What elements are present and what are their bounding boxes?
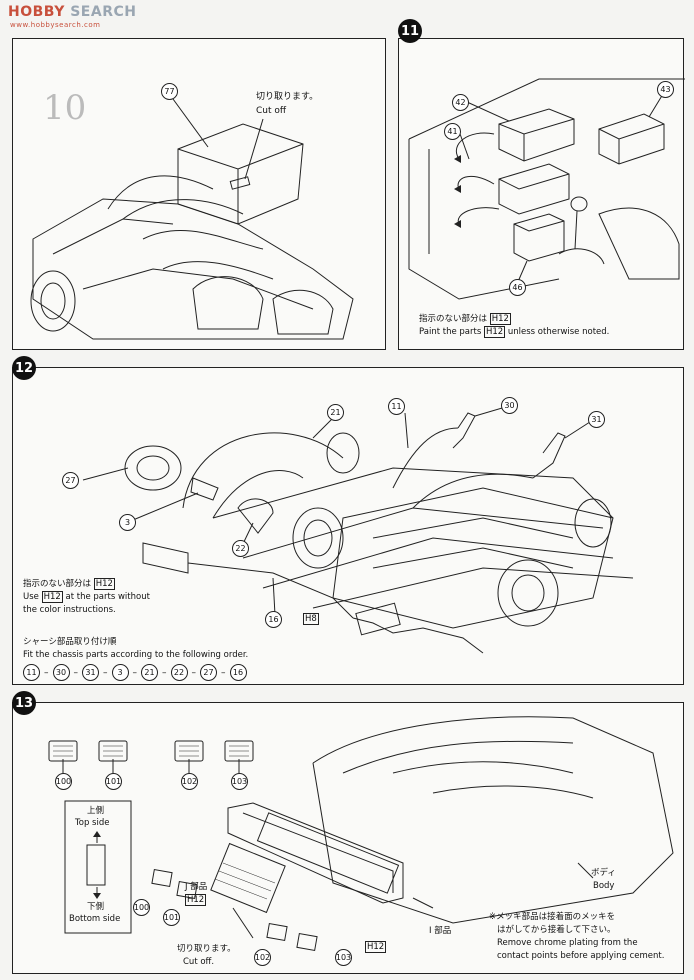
note-jp-text: 指示のない部分は bbox=[419, 314, 488, 324]
j-part-jp: J 部品 bbox=[185, 882, 208, 892]
order-en: Fit the chassis parts according to the f… bbox=[23, 650, 249, 660]
cut-off-en: Cut off bbox=[256, 106, 287, 116]
note12-jp-text: 指示のない部分は bbox=[23, 579, 92, 589]
order-item: 27 bbox=[200, 664, 217, 681]
part16-code-box: H8 bbox=[303, 613, 319, 625]
step12-drawing bbox=[82, 405, 634, 654]
step12-note-en-1: Use H12 at the parts without bbox=[23, 591, 150, 603]
step12-note-jp: 指示のない部分は H12 bbox=[23, 578, 115, 590]
part-77-marker: 77 bbox=[161, 83, 178, 100]
part-21-marker: 21 bbox=[327, 404, 344, 421]
chrome-note-en-2: contact points before applying cement. bbox=[497, 951, 665, 961]
step11-drawing bbox=[408, 78, 685, 300]
cut-off-jp-13: 切り取ります。 bbox=[177, 944, 236, 954]
body-en: Body bbox=[593, 881, 615, 891]
step11-note-jp: 指示のない部分は H12 bbox=[419, 313, 511, 325]
watermark-site: www.hobbysearch.com bbox=[10, 21, 101, 29]
step12-panel: 12 bbox=[12, 356, 684, 685]
chrome-note-jp-2: はがしてから接着して下さい。 bbox=[497, 925, 616, 935]
top-side-jp: 上側 bbox=[87, 806, 105, 816]
lens-101-lower-marker: 101 bbox=[163, 909, 180, 926]
i-part-jp: I 部品 bbox=[429, 926, 452, 936]
lens-103-marker: 103 bbox=[231, 773, 248, 790]
order-dash: – bbox=[44, 667, 49, 678]
watermark-brand-b: SEARCH bbox=[70, 4, 137, 20]
lens-102-lower-marker: 102 bbox=[254, 949, 271, 966]
step13-panel: 13 bbox=[12, 691, 684, 974]
order-item: 31 bbox=[82, 664, 99, 681]
order-dash: – bbox=[191, 667, 197, 678]
part-31-marker: 31 bbox=[588, 411, 605, 428]
step12-note-en-2: the color instructions. bbox=[23, 605, 116, 615]
part-46-marker: 46 bbox=[509, 279, 526, 296]
order-dash: – bbox=[73, 667, 79, 678]
i-part-code: H12 bbox=[365, 941, 387, 953]
part-3-marker: 3 bbox=[119, 514, 136, 531]
i-code-box: H12 bbox=[365, 941, 387, 953]
note12-en-code: H12 bbox=[41, 591, 63, 603]
order-item: 30 bbox=[52, 664, 70, 681]
j-part-code: H12 bbox=[185, 894, 207, 906]
note12-en-a: Use bbox=[23, 592, 39, 602]
step10-panel: 10 77 切り取ります。 Cut of bbox=[12, 38, 386, 350]
part-41-marker: 41 bbox=[444, 123, 461, 140]
lens-100-lower-marker: 100 bbox=[133, 899, 150, 916]
note12-en-b: at the parts without bbox=[65, 592, 150, 602]
top-side-en: Top side bbox=[75, 818, 110, 828]
part-16-marker: 16 bbox=[265, 611, 282, 628]
lens-103-lower-marker: 103 bbox=[335, 949, 352, 966]
part-22-marker: 22 bbox=[232, 540, 249, 557]
step11-panel: 11 bbox=[398, 19, 685, 350]
order-jp: シャーシ部品取り付け順 bbox=[23, 637, 117, 647]
order-dash: – bbox=[132, 667, 138, 678]
note-en-code: H12 bbox=[483, 326, 506, 338]
order-item: 16 bbox=[229, 664, 247, 681]
part-30-marker: 30 bbox=[501, 397, 518, 414]
order-sequence: 11– 30– 31– 3– 21– 22– 27– 16 bbox=[23, 664, 247, 681]
note-en-b: unless otherwise noted. bbox=[507, 327, 610, 337]
order-dash: – bbox=[221, 667, 226, 678]
part-27-marker: 27 bbox=[62, 472, 79, 489]
chrome-note-en-1: Remove chrome plating from the bbox=[497, 938, 638, 948]
bottom-side-jp: 下側 bbox=[87, 902, 105, 912]
lens-100-marker: 100 bbox=[55, 773, 72, 790]
step10-drawing: 10 bbox=[30, 88, 354, 340]
part-11-marker: 11 bbox=[388, 398, 405, 415]
chrome-note-jp-1: ※メッキ部品は接着面のメッキを bbox=[489, 912, 616, 922]
j-code-box: H12 bbox=[185, 894, 207, 906]
part-42-marker: 42 bbox=[452, 94, 469, 111]
lens-101-marker: 101 bbox=[105, 773, 122, 790]
part16-code: H8 bbox=[303, 613, 319, 625]
note12-jp-code: H12 bbox=[93, 578, 115, 590]
j-part-label: J 部品 bbox=[185, 881, 207, 893]
order-item: 22 bbox=[170, 664, 188, 681]
lens-102-marker: 102 bbox=[181, 773, 198, 790]
body-jp: ボディ bbox=[591, 868, 616, 878]
order-item: 11 bbox=[23, 664, 40, 681]
step10-ghost-number: 10 bbox=[43, 88, 86, 128]
note-jp-code: H12 bbox=[489, 313, 511, 325]
watermark-brand-a: HOBBY bbox=[8, 4, 65, 20]
step13-number: 13 bbox=[12, 691, 36, 715]
bottom-side-en: Bottom side bbox=[69, 914, 121, 924]
step11-note-en: Paint the parts H12 unless otherwise not… bbox=[419, 326, 609, 338]
order-item: 21 bbox=[141, 664, 158, 681]
cut-off-en-13: Cut off. bbox=[183, 957, 215, 967]
watermark-logo: HOBBY SEARCH www.hobbysearch.com bbox=[8, 4, 137, 29]
order-dash: – bbox=[162, 667, 167, 678]
note-en-a: Paint the parts bbox=[419, 327, 482, 337]
part-43-marker: 43 bbox=[657, 81, 674, 98]
order-item: 3 bbox=[111, 664, 129, 681]
cut-off-jp: 切り取ります。 bbox=[256, 92, 319, 102]
step12-number: 12 bbox=[12, 356, 36, 380]
step13-drawing bbox=[48, 716, 674, 952]
order-dash: – bbox=[103, 667, 108, 678]
step11-number: 11 bbox=[398, 19, 422, 43]
